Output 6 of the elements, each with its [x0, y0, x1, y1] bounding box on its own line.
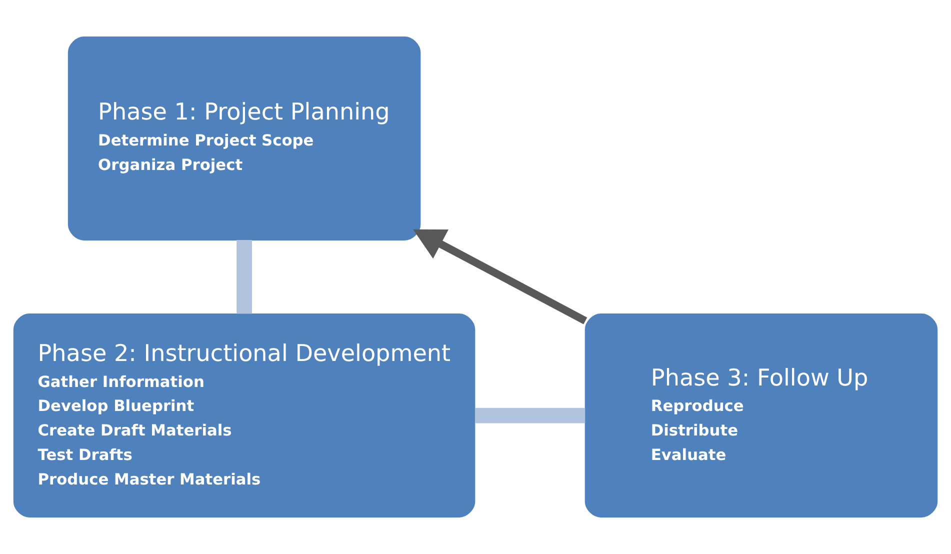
connector: [474, 408, 586, 424]
node-box: Phase 1: Project Planning Determine Project Scope Organiza Project: [68, 36, 421, 240]
node-box: Phase 3: Follow Up Reproduce Distribute Evaluate: [584, 314, 938, 518]
node-box: Phase 2: Instructional Development Gather Information Develop Blueprint Create Draft Materials Test Drafts Produce Master Materials: [13, 314, 476, 518]
arrow: [413, 229, 588, 324]
connector: [236, 240, 252, 314]
